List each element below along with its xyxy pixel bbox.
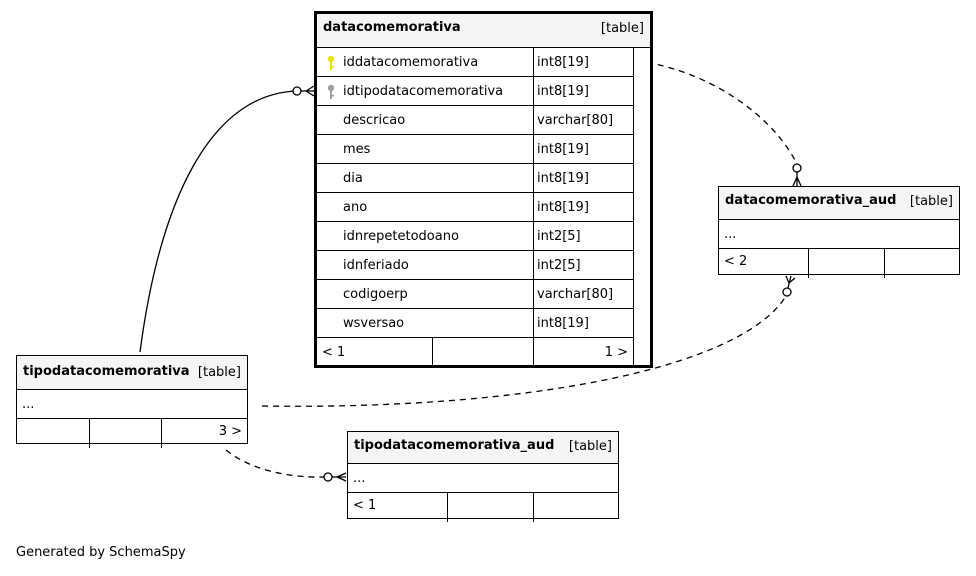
table-tipodatacomemorativa[interactable]: tipodatacomemorativa [table] ... 3 > [16,355,248,448]
column-name: descricao [343,113,406,128]
table-kind: [table] [568,439,612,454]
divider [533,106,534,134]
ellipsis: ... [724,227,737,242]
table-footer: < 1 [348,493,618,522]
link-tipo-to-dc-aud-marker [782,287,792,297]
table-header: tipodatacomemorativa_aud [table] [348,432,618,464]
generated-by-footer: Generated by SchemaSpy [16,545,186,560]
divider [533,77,534,105]
table-row[interactable]: idnferiado int2[5] [317,251,634,280]
link-tipo-to-dc-aud-arrow [785,275,796,289]
link-tipo-to-datacomemorativa-end-marker [292,86,302,96]
column-name: idnrepetetodoano [343,229,459,244]
link-tipo-to-datacomemorativa [139,90,297,353]
column-name: idnferiado [343,258,409,273]
table-row[interactable]: dia int8[19] [317,164,634,193]
table-datacomemorativa[interactable]: datacomemorativa [table] iddatacomemorat… [314,11,653,368]
table-name: tipodatacomemorativa [23,364,190,379]
column-name: codigoerp [343,287,408,302]
table-row[interactable]: idtipodatacomemorativa int8[19] [317,77,634,106]
footer-right-label: 3 > [218,424,242,439]
column-name: mes [343,142,371,157]
table-name: datacomemorativa_aud [725,193,897,208]
column-type: int8[19] [537,84,589,99]
ellipsis: ... [353,471,366,486]
table-tipodatacomemorativa-aud[interactable]: tipodatacomemorativa_aud [table] ... < 1 [347,431,619,522]
column-type: int2[5] [537,258,581,273]
table-header: tipodatacomemorativa [table] [17,356,247,390]
divider [533,222,534,250]
column-name: ano [343,200,368,215]
divider [533,135,534,163]
column-type: varchar[80] [537,287,614,302]
link-datacomemorativa-to-aud-marker [792,163,802,173]
divider [533,251,534,279]
link-tipo-to-dc-aud [261,295,787,407]
divider [533,309,534,337]
link-tipo-to-tipo-aud [225,449,325,478]
ellipsis: ... [22,397,35,412]
divider [533,48,534,76]
divider [533,493,534,522]
primary-key-icon [327,55,335,75]
column-name: wsversao [343,316,405,331]
table-row[interactable]: iddatacomemorativa int8[19] [317,48,634,77]
table-kind: [table] [600,21,644,36]
footer-left-label: < 2 [724,254,748,269]
table-name: datacomemorativa [323,20,461,35]
column-type: int8[19] [537,171,589,186]
table-row[interactable]: mes int8[19] [317,135,634,164]
column-type: varchar[80] [537,113,614,128]
table-header: datacomemorativa [table] [317,14,650,48]
link-datacomemorativa-to-aud [635,60,798,165]
divider [808,249,809,278]
table-kind: [table] [909,194,953,209]
column-name: idtipodatacomemorativa [343,84,504,99]
divider [161,419,162,448]
column-name: dia [343,171,363,186]
column-type: int2[5] [537,229,581,244]
footer-left-label: < 1 [322,345,346,360]
table-row[interactable]: idnrepetetodoano int2[5] [317,222,634,251]
table-footer: < 1 1 > [317,338,634,367]
table-row: ... [348,464,618,493]
table-name: tipodatacomemorativa_aud [354,438,555,453]
divider [533,164,534,192]
link-tipo-to-tipo-aud-marker [323,472,333,482]
divider [447,493,448,522]
footer-left-label: < 1 [353,498,377,513]
table-header: datacomemorativa_aud [table] [719,187,959,220]
column-type: int8[19] [537,200,589,215]
divider [533,280,534,308]
table-footer: 3 > [17,419,247,448]
divider [432,338,433,367]
table-footer: < 2 [719,249,959,278]
table-row[interactable]: descricao varchar[80] [317,106,634,135]
table-row[interactable]: codigoerp varchar[80] [317,280,634,309]
table-datacomemorativa-aud[interactable]: datacomemorativa_aud [table] ... < 2 [718,186,960,278]
column-type: int8[19] [537,316,589,331]
column-type: int8[19] [537,55,589,70]
table-row: ... [719,220,959,249]
divider [884,249,885,278]
column-name: iddatacomemorativa [343,55,479,70]
table-row[interactable]: wsversao int8[19] [317,309,634,338]
link-datacomemorativa-to-aud-arrow [792,172,802,187]
table-row[interactable]: ano int8[19] [317,193,634,222]
footer-right-label: 1 > [604,345,628,360]
link-tipo-to-datacomemorativa-crowfoot [301,85,315,97]
divider [533,193,534,221]
foreign-key-icon [327,84,335,104]
divider [89,419,90,448]
table-row: ... [17,390,247,419]
table-kind: [table] [197,365,241,380]
link-tipo-to-tipo-aud-arrow [332,472,347,482]
divider [533,338,534,367]
column-type: int8[19] [537,142,589,157]
